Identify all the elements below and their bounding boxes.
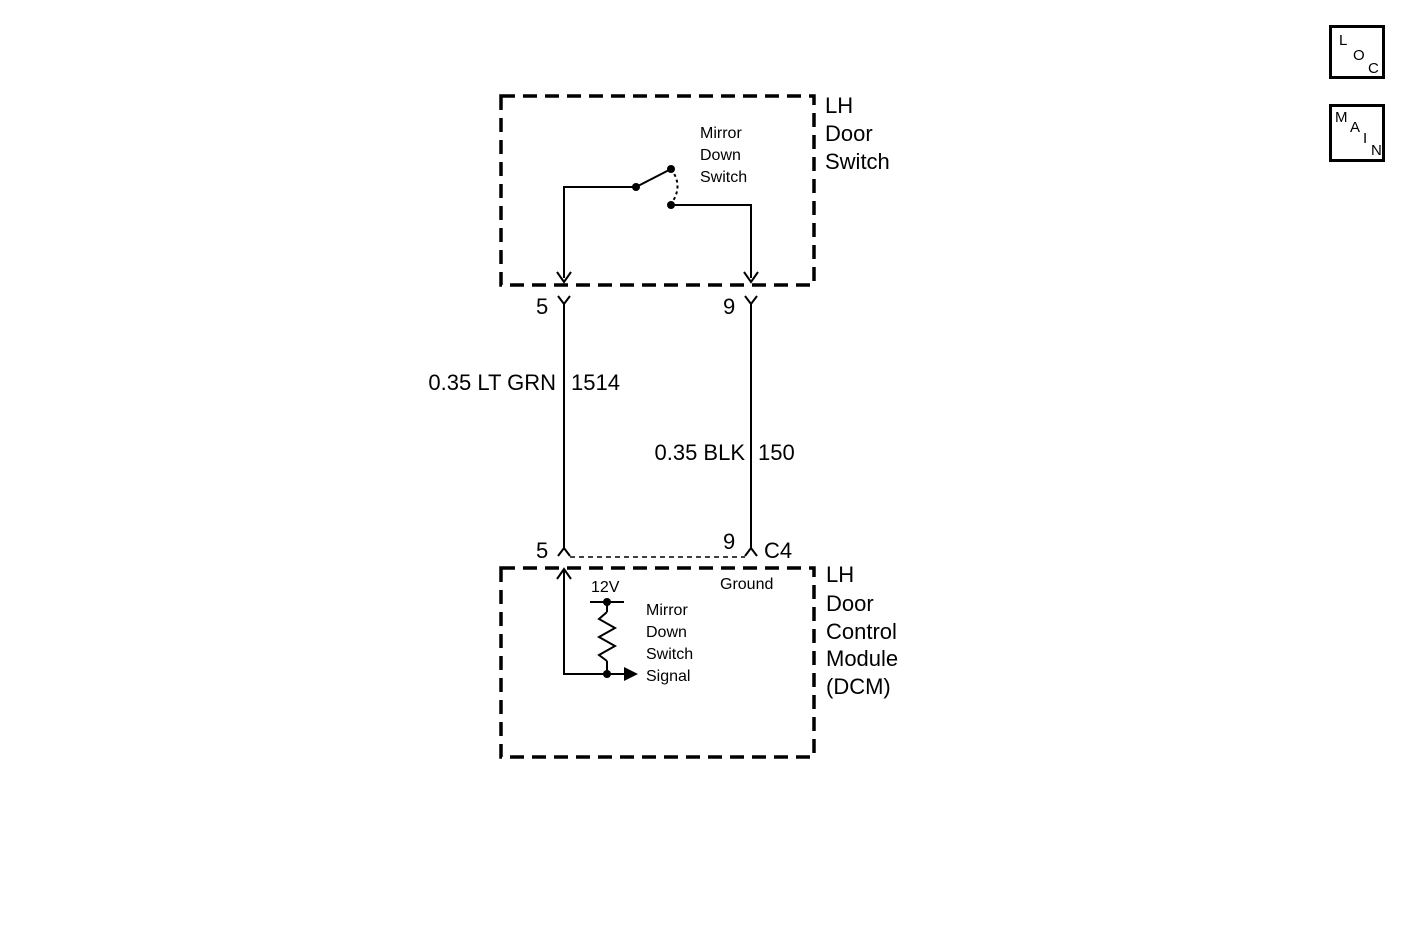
door-switch-title-line1: LH (825, 93, 853, 118)
switch-contact-arm (667, 165, 675, 173)
signal-node (603, 670, 611, 678)
signal-label-line2: Down (646, 624, 687, 641)
switch-contact-common (632, 183, 640, 191)
dcm-title-line5: (DCM) (826, 674, 891, 699)
switch-pin-right: 9 (723, 294, 735, 319)
signal-arrow-icon (624, 667, 638, 681)
main-letter-m: M (1335, 109, 1348, 126)
loc-letter-l: L (1339, 32, 1348, 49)
door-switch-box (499, 94, 816, 287)
dcm-box (499, 566, 816, 759)
dcm-title-line3: Control (826, 619, 897, 644)
dcm-title-line2: Door (826, 591, 874, 616)
signal-label-line1: Mirror (646, 602, 688, 619)
signal-label-line3: Switch (646, 646, 693, 663)
connector-fork-left-top (557, 295, 571, 306)
door-switch-title-line3: Switch (825, 149, 890, 174)
main-letter-a: A (1350, 119, 1361, 136)
ground-label: Ground (720, 576, 773, 593)
signal-label-line4: Signal (646, 668, 690, 685)
wire-left-circuit: 1514 (571, 370, 620, 395)
loc-button[interactable]: L O C (1329, 25, 1385, 79)
connector-fork-left-bottom (557, 546, 571, 557)
switch-contact-output (667, 201, 675, 209)
door-switch-title-line2: Door (825, 121, 873, 146)
dcm-pin-right: 9 (723, 529, 735, 554)
dcm-title-line1: LH (826, 562, 854, 587)
connector-fork-right-bottom (744, 546, 758, 557)
wire-left-label: 0.35 LT GRN (428, 370, 556, 395)
mirror-switch-label-line2: Down (700, 147, 741, 164)
mirror-switch-label-line1: Mirror (700, 125, 742, 142)
main-letter-i: I (1363, 130, 1368, 147)
dcm-title-line4: Module (826, 646, 898, 671)
main-button[interactable]: M A I N (1329, 104, 1385, 162)
arrow-head-left-top (556, 271, 572, 284)
connector-fork-right-top (744, 295, 758, 306)
arrow-head-dcm-input (556, 567, 572, 580)
wire-right-circuit: 150 (758, 440, 795, 465)
connector-c4-label: C4 (764, 538, 792, 563)
mirror-down-switch-symbol (563, 168, 752, 278)
mirror-switch-label-line3: Switch (700, 169, 747, 186)
resistor-zigzag (596, 611, 618, 662)
voltage-label: 12V (591, 579, 620, 596)
main-letter-n: N (1371, 142, 1382, 159)
loc-letter-o: O (1353, 47, 1365, 64)
switch-pin-left: 5 (536, 294, 548, 319)
loc-letter-c: C (1368, 60, 1379, 77)
wire-right-label: 0.35 BLK (654, 440, 745, 465)
pullup-node (603, 598, 611, 606)
dcm-pin-left: 5 (536, 538, 548, 563)
arrow-head-right-top (743, 271, 759, 284)
